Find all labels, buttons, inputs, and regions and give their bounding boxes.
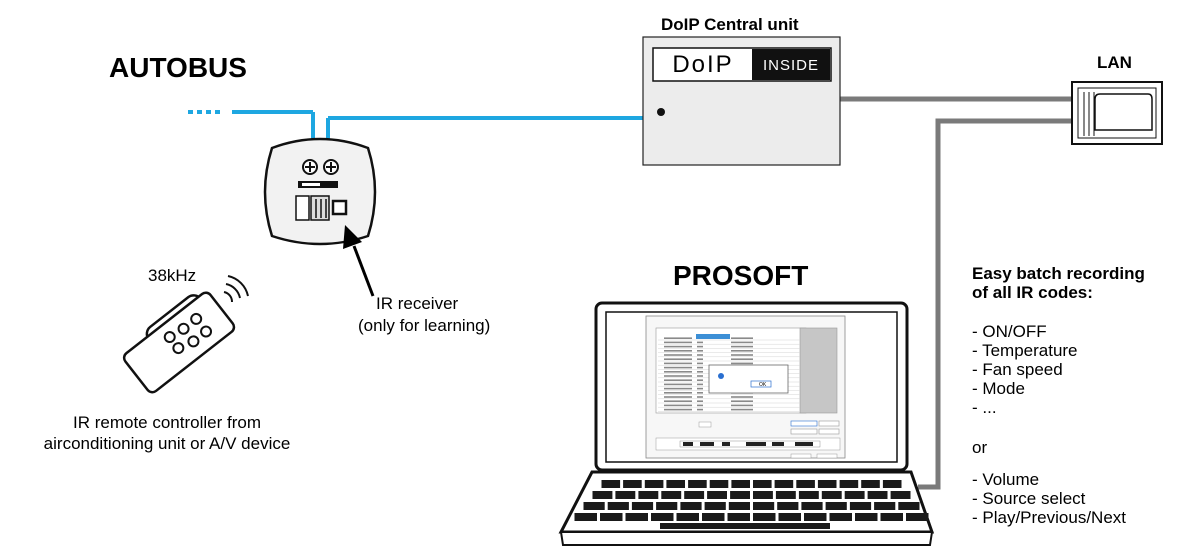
key xyxy=(753,480,772,488)
list-item: - Temperature xyxy=(972,341,1078,360)
key xyxy=(684,491,705,499)
key xyxy=(688,480,707,488)
key xyxy=(861,480,880,488)
key xyxy=(906,513,929,521)
key xyxy=(707,491,727,499)
key xyxy=(644,480,664,488)
key xyxy=(728,502,750,510)
key xyxy=(651,513,674,521)
ir-sensor xyxy=(331,199,348,216)
arrow-icon xyxy=(343,225,375,297)
key xyxy=(676,513,699,521)
key xyxy=(777,502,799,510)
batch-list-2: - Volume - Source select - Play/Previous… xyxy=(972,470,1126,536)
key xyxy=(753,502,775,510)
key xyxy=(704,502,726,510)
logo-doip: DoIP xyxy=(672,51,734,78)
dialog-ok-button: OK xyxy=(759,382,767,388)
ir-receiver-label: IR receiver xyxy=(376,294,459,313)
key xyxy=(702,513,725,521)
key xyxy=(898,502,920,510)
key xyxy=(631,502,654,510)
list-item: - Volume xyxy=(972,470,1040,489)
key xyxy=(709,480,729,488)
key xyxy=(839,480,859,488)
key xyxy=(615,491,636,499)
key xyxy=(753,491,773,499)
key xyxy=(880,513,903,521)
key xyxy=(821,491,842,499)
key xyxy=(731,480,750,488)
list-item: - Mode xyxy=(972,379,1025,398)
prosoft-screen: OK xyxy=(645,315,846,459)
autobus-line xyxy=(188,110,643,148)
lan-cable xyxy=(840,96,1072,490)
key xyxy=(874,502,896,510)
key xyxy=(727,513,750,521)
key xyxy=(778,513,801,521)
remote-label-line2: airconditioning unit or A/V device xyxy=(43,434,291,453)
list-item: - ... xyxy=(972,527,1126,536)
list-item: - ON/OFF xyxy=(972,322,1047,341)
key xyxy=(680,502,702,510)
remote-controller-icon xyxy=(122,275,249,394)
key xyxy=(796,480,815,488)
key xyxy=(817,480,837,488)
key xyxy=(592,491,613,499)
key xyxy=(890,491,911,499)
keyboard xyxy=(574,480,929,529)
key xyxy=(625,513,648,521)
key xyxy=(855,513,878,521)
list-item: - Fan speed xyxy=(972,360,1063,379)
autobus-label: AUTOBUS xyxy=(109,52,247,83)
status-led xyxy=(657,108,665,116)
ir-receiver-module xyxy=(263,137,377,246)
frequency-label: 38kHz xyxy=(148,266,197,285)
key xyxy=(849,502,872,510)
logo-inside: Inside xyxy=(762,57,819,74)
key xyxy=(607,502,629,510)
key xyxy=(753,513,776,521)
key xyxy=(844,491,865,499)
ir-receiver-note: (only for learning) xyxy=(358,316,491,335)
key xyxy=(774,480,794,488)
key xyxy=(601,480,621,488)
list-item: - Source select xyxy=(972,489,1086,508)
key xyxy=(825,502,847,510)
or-label: or xyxy=(972,438,988,457)
prosoft-label: PROSOFT xyxy=(673,260,809,291)
key xyxy=(775,491,796,499)
key xyxy=(638,491,659,499)
key xyxy=(623,480,642,488)
key xyxy=(656,502,678,510)
list-item: - Play/Previous/Next xyxy=(972,508,1126,527)
key xyxy=(801,502,823,510)
remote-label-line1: IR remote controller from xyxy=(73,413,261,432)
key xyxy=(574,513,597,521)
key xyxy=(798,491,819,499)
list-item: - ... xyxy=(972,398,997,417)
batch-list-1: - ON/OFF - Temperature - Fan speed - Mod… xyxy=(972,322,1078,417)
key xyxy=(730,491,750,499)
key xyxy=(804,513,827,521)
key xyxy=(882,480,902,488)
key xyxy=(600,513,623,521)
spacebar xyxy=(660,523,830,529)
key xyxy=(583,502,605,510)
central-unit-label: DoIP Central unit xyxy=(661,15,799,34)
key xyxy=(661,491,682,499)
batch-title-line1: Easy batch recording xyxy=(972,264,1145,283)
key xyxy=(666,480,685,488)
central-unit xyxy=(642,36,841,166)
key xyxy=(867,491,888,499)
lan-label: LAN xyxy=(1097,53,1132,72)
lan-socket xyxy=(1071,81,1163,145)
key xyxy=(829,513,852,521)
batch-title-line2: of all IR codes: xyxy=(972,283,1093,302)
